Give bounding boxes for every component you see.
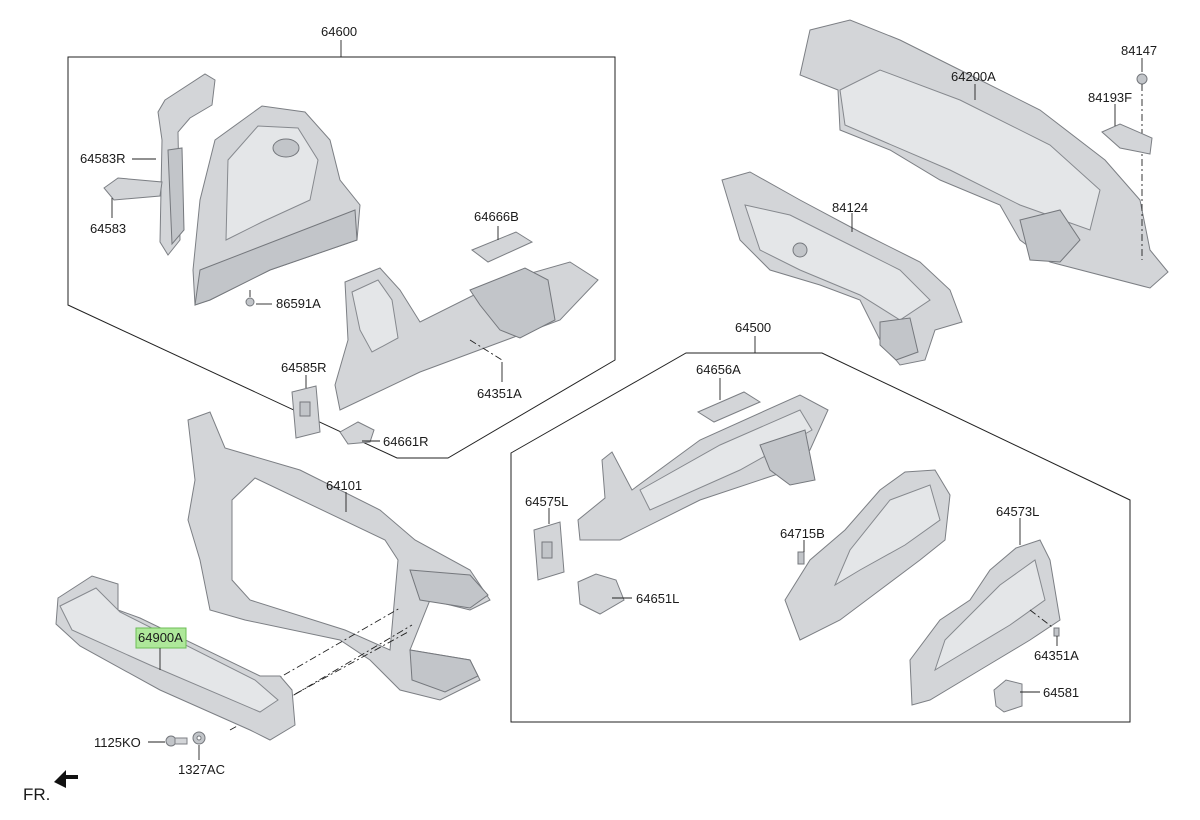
- part-64715B: [797, 551, 805, 565]
- label-84193F: 84193F: [1088, 90, 1132, 105]
- part-side-member-l: [577, 394, 829, 541]
- part-side-member-r: [334, 261, 599, 411]
- part-84124: [721, 171, 963, 366]
- label-86591A: 86591A: [276, 296, 321, 311]
- part-86591A-clip: [245, 297, 255, 307]
- group-box-64600: [67, 40, 616, 459]
- label-64581: 64581: [1043, 685, 1079, 700]
- part-64666B: [470, 231, 534, 263]
- part-1125KO: [165, 735, 188, 747]
- label-1327AC: 1327AC: [178, 762, 225, 777]
- label-64583R: 64583R: [80, 151, 126, 166]
- label-64900A-highlight: [135, 627, 187, 649]
- part-64583R: [157, 73, 216, 256]
- front-label: FR.: [23, 785, 50, 804]
- label-64715B: 64715B: [780, 526, 825, 541]
- label-64666B: 64666B: [474, 209, 519, 224]
- part-84193F: [1101, 123, 1153, 155]
- part-64573L: [909, 539, 1061, 706]
- label-64656A: 64656A: [696, 362, 741, 377]
- part-64900A: [55, 575, 296, 741]
- part-wheelhouse-l: [784, 469, 951, 641]
- label-64101: 64101: [326, 478, 362, 493]
- part-64575L: [533, 521, 565, 581]
- label-64573L: 64573L: [996, 504, 1039, 519]
- label-64900A: 64900A: [138, 630, 183, 645]
- label-64651L: 64651L: [636, 591, 679, 606]
- part-84147: [1136, 73, 1148, 85]
- part-64583: [103, 177, 163, 201]
- label-64600: 64600: [321, 24, 357, 39]
- part-64200A: [799, 19, 1169, 289]
- part-64661R: [339, 421, 375, 445]
- label-64200A: 64200A: [951, 69, 996, 84]
- label-64661R: 64661R: [383, 434, 429, 449]
- part-64581: [993, 679, 1023, 713]
- label-64585R: 64585R: [281, 360, 327, 375]
- label-84147: 84147: [1121, 43, 1157, 58]
- label-64583: 64583: [90, 221, 126, 236]
- label-84124: 84124: [832, 200, 868, 215]
- part-64656A: [696, 391, 762, 423]
- front-direction-arrow-icon: [54, 770, 78, 788]
- part-64585R: [291, 385, 321, 439]
- label-64351A-top: 64351A: [477, 386, 522, 401]
- part-64351A-bottom: [1053, 627, 1060, 637]
- part-1327AC: [192, 731, 206, 745]
- label-1125KO: 1125KO: [94, 735, 141, 750]
- label-64575L: 64575L: [525, 494, 568, 509]
- label-64351A-bottom: 64351A: [1034, 648, 1079, 663]
- part-64101: [187, 411, 491, 701]
- label-64500: 64500: [735, 320, 771, 335]
- part-64651L: [577, 573, 625, 615]
- group-box-64500: [510, 336, 1131, 723]
- part-wheelhouse: [192, 105, 361, 306]
